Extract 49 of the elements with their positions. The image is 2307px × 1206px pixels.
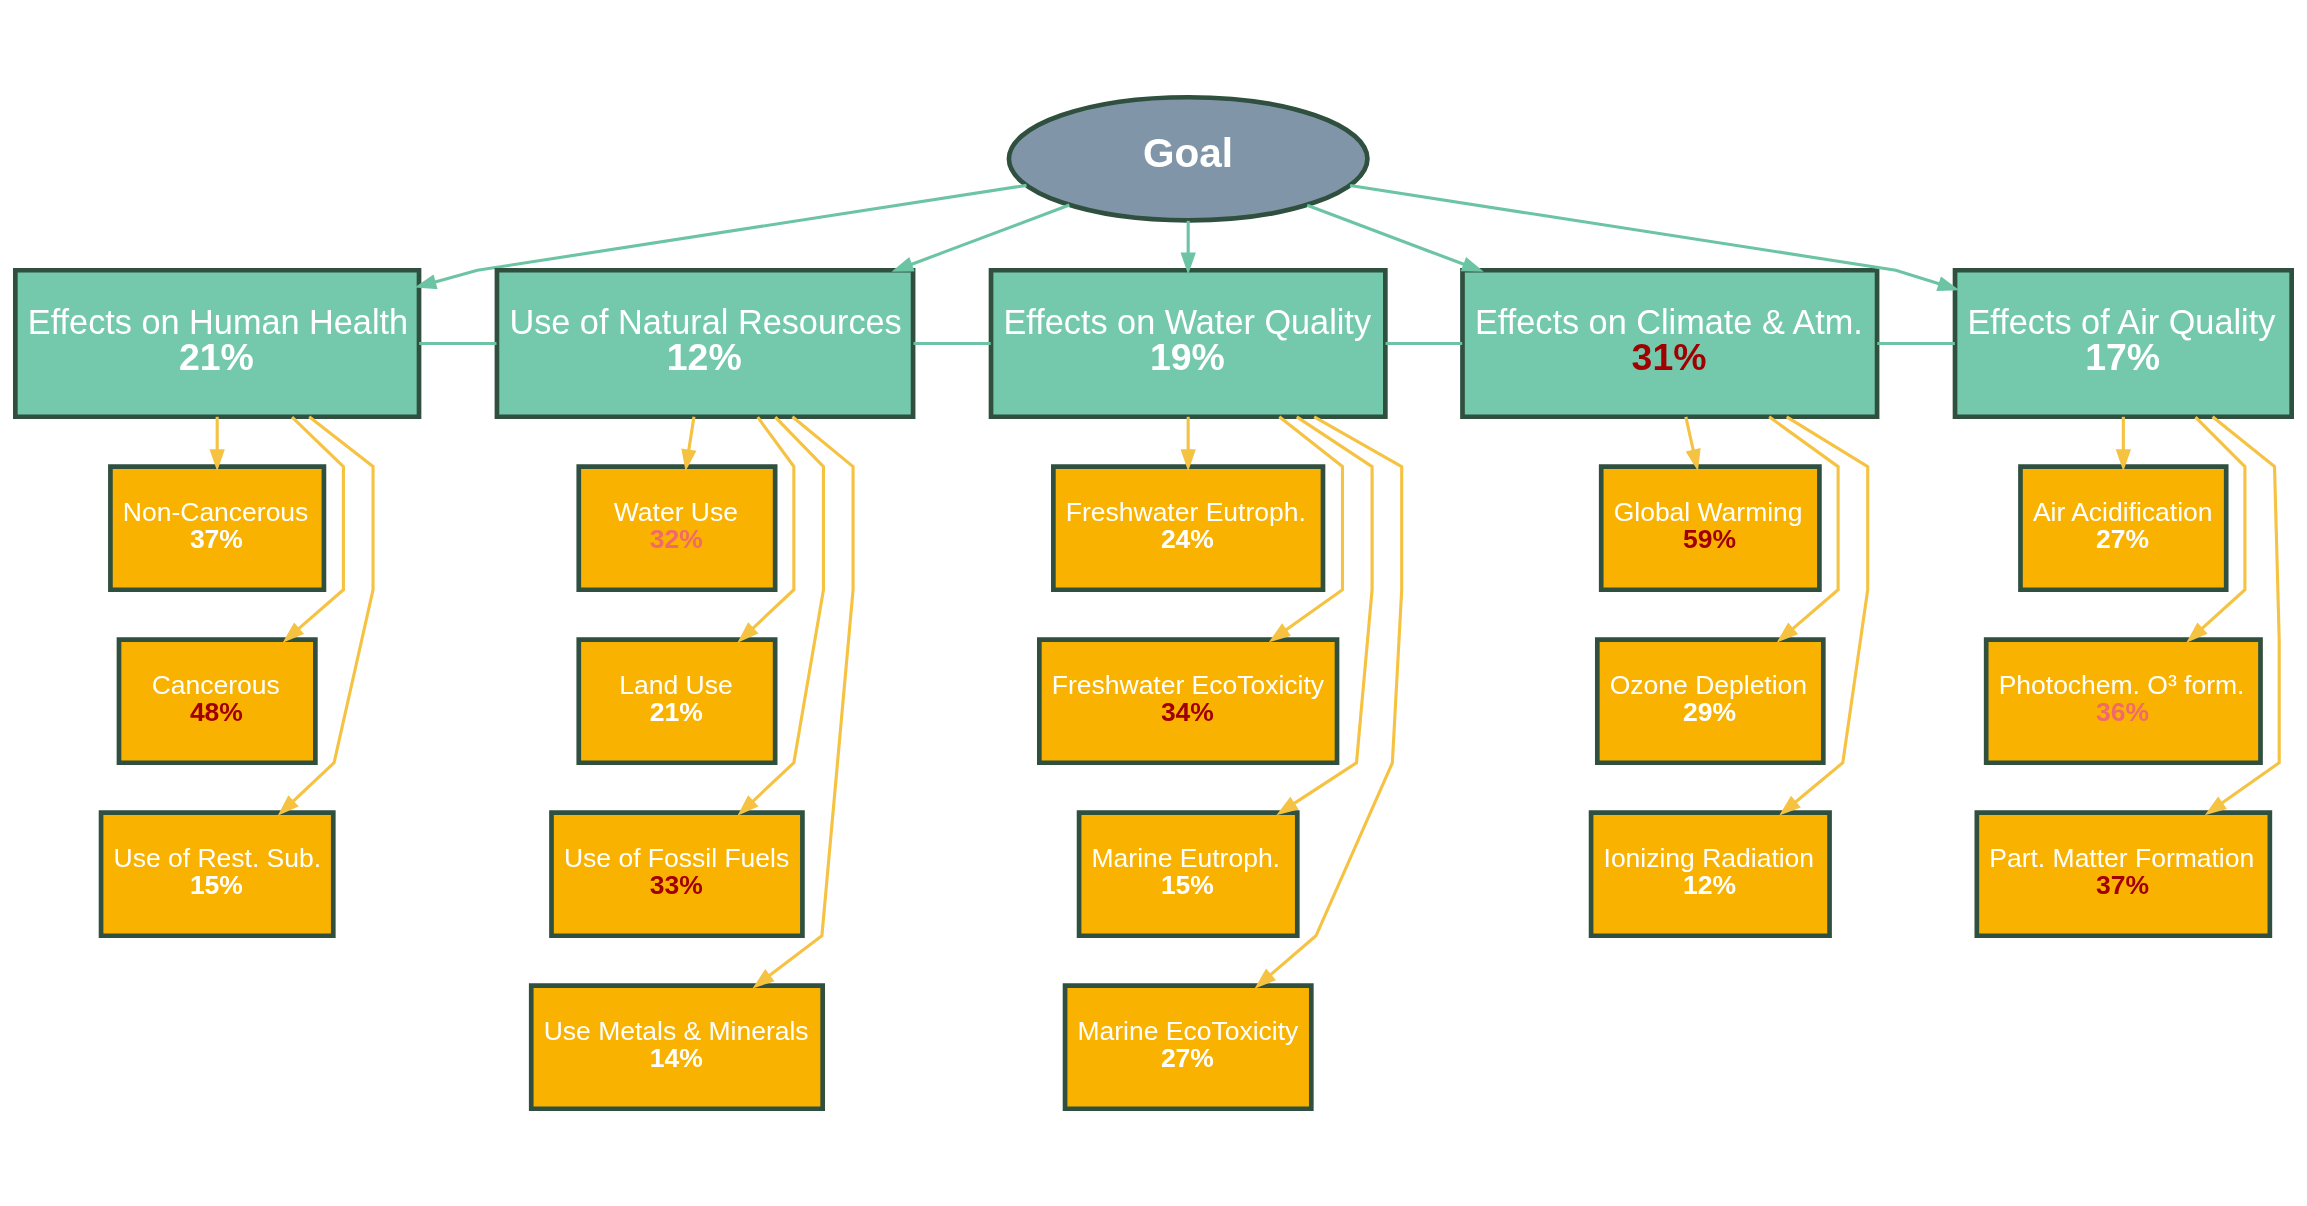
arrow [1276, 415, 1374, 816]
arrow [1180, 416, 1196, 472]
connector [913, 341, 991, 346]
arrow [277, 415, 375, 816]
node-box: Ozone Depletion 29% [1594, 637, 1826, 766]
node-box: Use of Fossil Fuels 33% [549, 810, 805, 939]
node-box: Part. Matter Formation 37% [1974, 810, 2273, 939]
node-box: Use of Natural Resources 12% [494, 267, 916, 420]
arrow [2186, 416, 2247, 643]
arrow [2115, 416, 2131, 472]
arrow [1268, 415, 1345, 643]
arrow [737, 416, 796, 643]
node-box: Effects of Air Quality 17% [1952, 267, 2294, 420]
node-box: Freshwater EcoToxicity 34% [1037, 637, 1340, 766]
node-box: Use Metals & Minerals 14% [528, 983, 826, 1112]
node-box: Cancerous 48% [116, 637, 318, 766]
arrow [2204, 415, 2281, 816]
arrow [414, 183, 1027, 290]
arrow [1768, 415, 1840, 643]
arrow [1349, 183, 1960, 292]
arrow [891, 203, 1070, 272]
node-box: Effects on Human Health 21% [13, 267, 422, 420]
node-box: Global Warming 59% [1598, 464, 1822, 593]
arrow [737, 416, 826, 816]
arrow [1180, 220, 1196, 275]
node-box: Air Acidification 27% [2018, 464, 2229, 593]
node-box: Freshwater Eutroph. 24% [1051, 464, 1326, 593]
node-box: Land Use 21% [576, 637, 778, 766]
node-box: Water Use 32% [576, 464, 778, 593]
node-box: Effects on Climate & Atm. 31% [1460, 267, 1880, 420]
node-box: Effects on Water Quality 19% [988, 267, 1388, 420]
arrow [282, 416, 345, 643]
node-ellipse: Goal [1006, 94, 1370, 223]
arrow [681, 416, 697, 472]
arrow [209, 416, 225, 472]
connector [1385, 341, 1463, 346]
arrow [1779, 415, 1870, 816]
node-box: Photochem. O³ form. 36% [1983, 637, 2263, 766]
node-box: Marine EcoToxicity 27% [1062, 983, 1314, 1112]
arrow [1684, 416, 1701, 472]
connector [1877, 341, 1955, 346]
node-box: Ionizing Radiation 12% [1588, 810, 1832, 939]
node-box: Use of Rest. Sub. 15% [98, 810, 336, 939]
arrow [1254, 415, 1404, 989]
arrow [1306, 203, 1484, 272]
arrow [752, 415, 855, 989]
connector [419, 341, 497, 346]
node-box: Non-Cancerous 37% [108, 464, 327, 593]
node-box: Marine Eutroph. 15% [1076, 810, 1300, 939]
